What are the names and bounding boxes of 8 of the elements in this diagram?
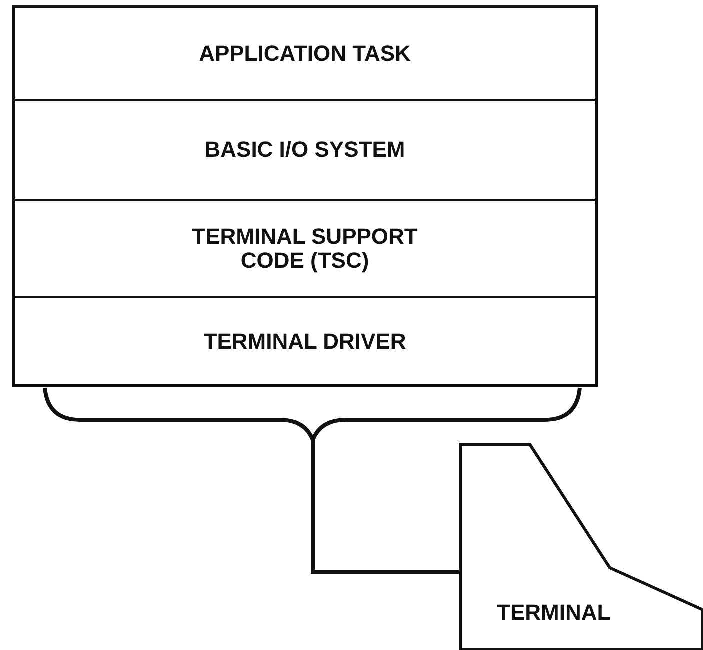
connector-line [43, 386, 582, 574]
layer-label: TERMINAL DRIVER [204, 330, 406, 354]
layer-label: APPLICATION TASK [199, 42, 411, 66]
layer-label: TERMINAL SUPPORT CODE (TSC) [191, 225, 419, 272]
layer-label: BASIC I/O SYSTEM [204, 138, 406, 162]
terminal-shape [459, 443, 703, 650]
stack-box [12, 5, 598, 387]
terminal-label: TERMINAL [497, 601, 611, 624]
